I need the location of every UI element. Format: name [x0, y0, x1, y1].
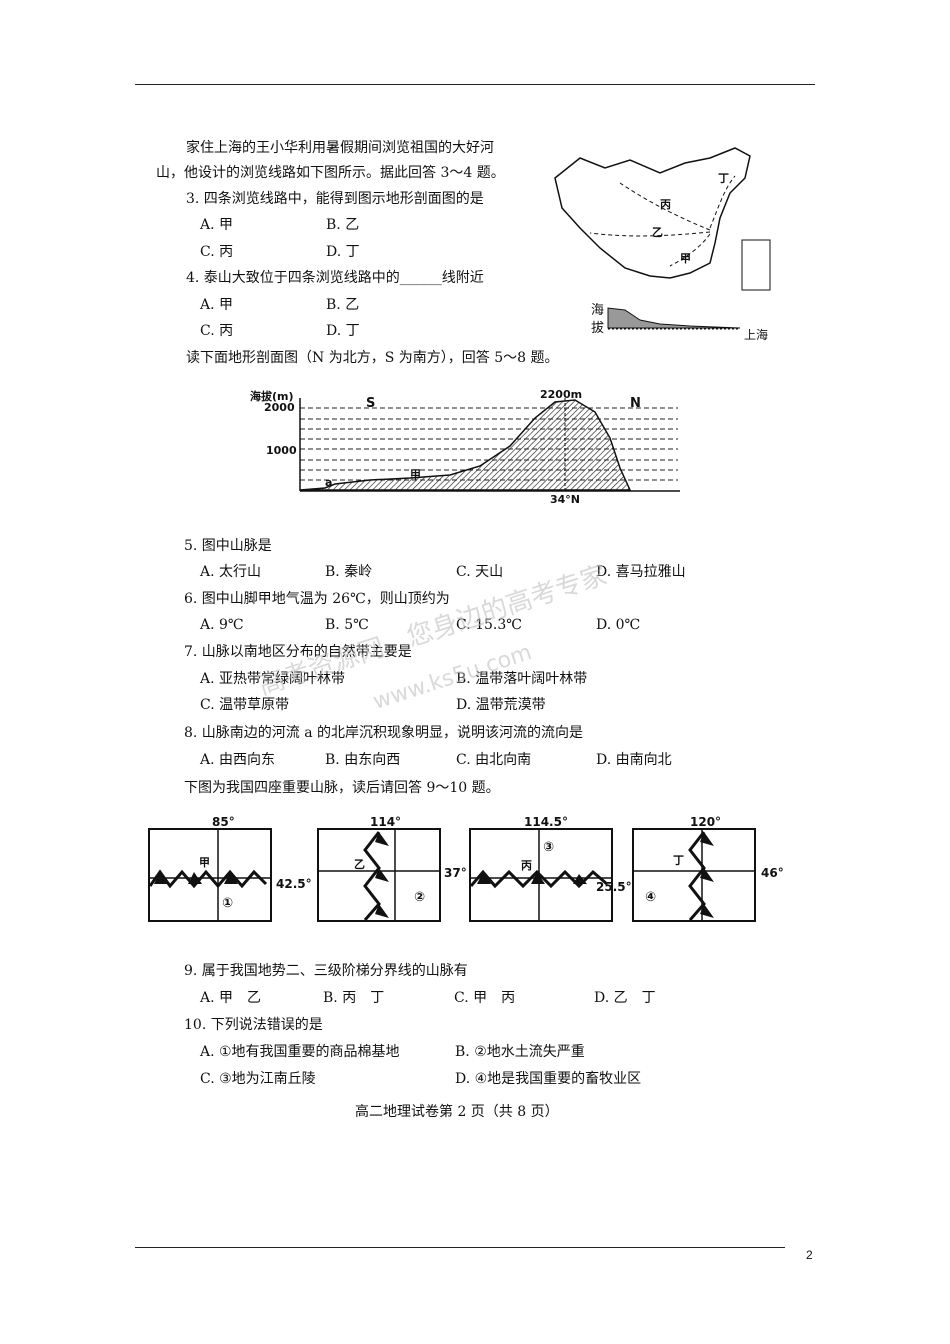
profile-peak-label: 2200m	[540, 388, 583, 401]
intro-q5-8: 读下面地形剖面图（N 为北方，S 为南方），回答 5～8 题。	[186, 350, 559, 366]
mountain-box-1	[148, 828, 272, 922]
map-label-ding: 丁	[718, 172, 729, 185]
profile-label-a: a	[325, 476, 333, 489]
q10-option-b[interactable]: B. ②地水土流失严重	[455, 1044, 585, 1060]
q4-option-b[interactable]: B. 乙	[326, 297, 360, 313]
top-rule	[135, 84, 815, 85]
q9-stem: 9. 属于我国地势二、三级阶梯分界线的山脉有	[184, 963, 468, 979]
box2-top-label: 114°	[370, 815, 402, 829]
q4-option-c[interactable]: C. 丙	[200, 323, 234, 339]
profile-label-jia: 甲	[410, 468, 421, 481]
intro-q9-10: 下图为我国四座重要山脉，读后请回答 9～10 题。	[184, 780, 500, 796]
q7-option-b[interactable]: B. 温带落叶阔叶林带	[456, 671, 588, 687]
q6-stem: 6. 图中山脚甲地气温为 26℃，则山顶约为	[184, 591, 450, 607]
q10-stem: 10. 下列说法错误的是	[184, 1017, 323, 1033]
box2-name: 乙	[354, 858, 365, 871]
profile-latitude-label: 34°N	[550, 493, 581, 506]
profile-label-s: S	[366, 396, 376, 411]
route-bing	[619, 182, 711, 231]
box2-side-label: 37°	[444, 866, 467, 880]
box2-num: ②	[414, 890, 426, 905]
south-sea-inset	[741, 239, 771, 291]
page-footer: 高二地理试卷第 2 页（共 8 页）	[355, 1104, 559, 1120]
profile-label-shanghai: 上海	[744, 328, 769, 342]
q9-option-c[interactable]: C. 甲 丙	[454, 990, 516, 1006]
q5-option-a[interactable]: A. 太行山	[200, 564, 262, 580]
map-label-jia: 甲	[680, 252, 691, 265]
q10-option-c[interactable]: C. ③地为江南丘陵	[200, 1071, 316, 1087]
box1-side-label: 42.5°	[276, 877, 312, 891]
q10-option-d[interactable]: D. ④地是我国重要的畜牧业区	[455, 1071, 642, 1087]
q5-option-b[interactable]: B. 秦岭	[325, 564, 373, 580]
mountain-box-4	[632, 828, 756, 922]
map-label-bing: 丙	[660, 198, 671, 211]
q4-stem: 4. 泰山大致位于四条浏览线路中的______线附近	[186, 270, 484, 286]
q6-option-d[interactable]: D. 0℃	[596, 617, 641, 633]
q8-stem: 8. 山脉南边的河流 a 的北岸沉积现象明显，说明该河流的流向是	[184, 725, 584, 741]
box3-num: ③	[543, 840, 555, 855]
box3-top-label: 114.5°	[524, 815, 568, 829]
q8-option-d[interactable]: D. 由南向北	[596, 752, 672, 768]
page-number: 2	[806, 1248, 813, 1262]
q7-stem: 7. 山脉以南地区分布的自然带主要是	[184, 644, 412, 660]
q3-option-a[interactable]: A. 甲	[200, 217, 234, 233]
q9-option-b[interactable]: B. 丙 丁	[323, 990, 385, 1006]
mountain-profile	[299, 399, 632, 491]
china-outline	[554, 147, 751, 279]
terrain-profile	[299, 398, 680, 493]
box1-num: ①	[222, 896, 234, 911]
q7-option-c[interactable]: C. 温带草原带	[200, 697, 290, 713]
profile-tick-1000: 1000	[266, 444, 297, 457]
q8-option-b[interactable]: B. 由东向西	[325, 752, 401, 768]
profile-hatch	[607, 307, 741, 329]
profile-label-n: N	[630, 396, 641, 411]
box3-name: 丙	[521, 859, 532, 872]
profile-label-ba: 拔	[591, 321, 605, 336]
q4-option-a[interactable]: A. 甲	[200, 297, 234, 313]
q9-option-d[interactable]: D. 乙 丁	[594, 990, 656, 1006]
q6-option-b[interactable]: B. 5℃	[325, 617, 369, 633]
china-route-map	[554, 147, 771, 330]
q3-option-b[interactable]: B. 乙	[326, 217, 360, 233]
box4-side-label: 46°	[761, 866, 784, 880]
q5-option-c[interactable]: C. 天山	[456, 564, 504, 580]
q10-option-a[interactable]: A. ①地有我国重要的商品棉基地	[200, 1044, 400, 1060]
q5-stem: 5. 图中山脉是	[184, 538, 272, 554]
mountain-box-2	[317, 828, 441, 922]
box4-num: ④	[645, 890, 657, 905]
profile-label-hai: 海	[591, 303, 605, 318]
profile-tick-2000: 2000	[264, 401, 295, 414]
box1-top-label: 85°	[212, 815, 235, 829]
box4-top-label: 120°	[690, 815, 722, 829]
q3-option-c[interactable]: C. 丙	[200, 244, 234, 260]
q3-option-d[interactable]: D. 丁	[326, 244, 360, 260]
intro-line-1: 家住上海的王小华利用暑假期间浏览祖国的大好河	[186, 140, 494, 156]
route-yi	[589, 231, 711, 237]
q8-option-a[interactable]: A. 由西向东	[200, 752, 276, 768]
bottom-rule	[135, 1247, 785, 1248]
q5-option-d[interactable]: D. 喜马拉雅山	[596, 564, 686, 580]
q8-option-c[interactable]: C. 由北向南	[456, 752, 532, 768]
q7-option-d[interactable]: D. 温带荒漠带	[456, 697, 546, 713]
profile-ylabel: 海拔(m)	[250, 390, 294, 403]
mountain-box-3	[469, 828, 613, 922]
q6-option-c[interactable]: C. 15.3℃	[456, 617, 522, 633]
q6-option-a[interactable]: A. 9℃	[200, 617, 244, 633]
q3-stem: 3. 四条浏览线路中，能得到图示地形剖面图的是	[186, 191, 484, 207]
intro-line-2: 山，他设计的浏览线路如下图所示。据此回答 3～4 题。	[156, 165, 505, 181]
q9-option-a[interactable]: A. 甲 乙	[200, 990, 262, 1006]
q7-option-a[interactable]: A. 亚热带常绿阔叶林带	[200, 671, 346, 687]
map-label-yi: 乙	[652, 226, 663, 239]
q4-option-d[interactable]: D. 丁	[326, 323, 360, 339]
box4-name: 丁	[673, 854, 684, 867]
box1-name: 甲	[199, 856, 210, 869]
box3-side-label: 25.5°	[596, 880, 632, 894]
